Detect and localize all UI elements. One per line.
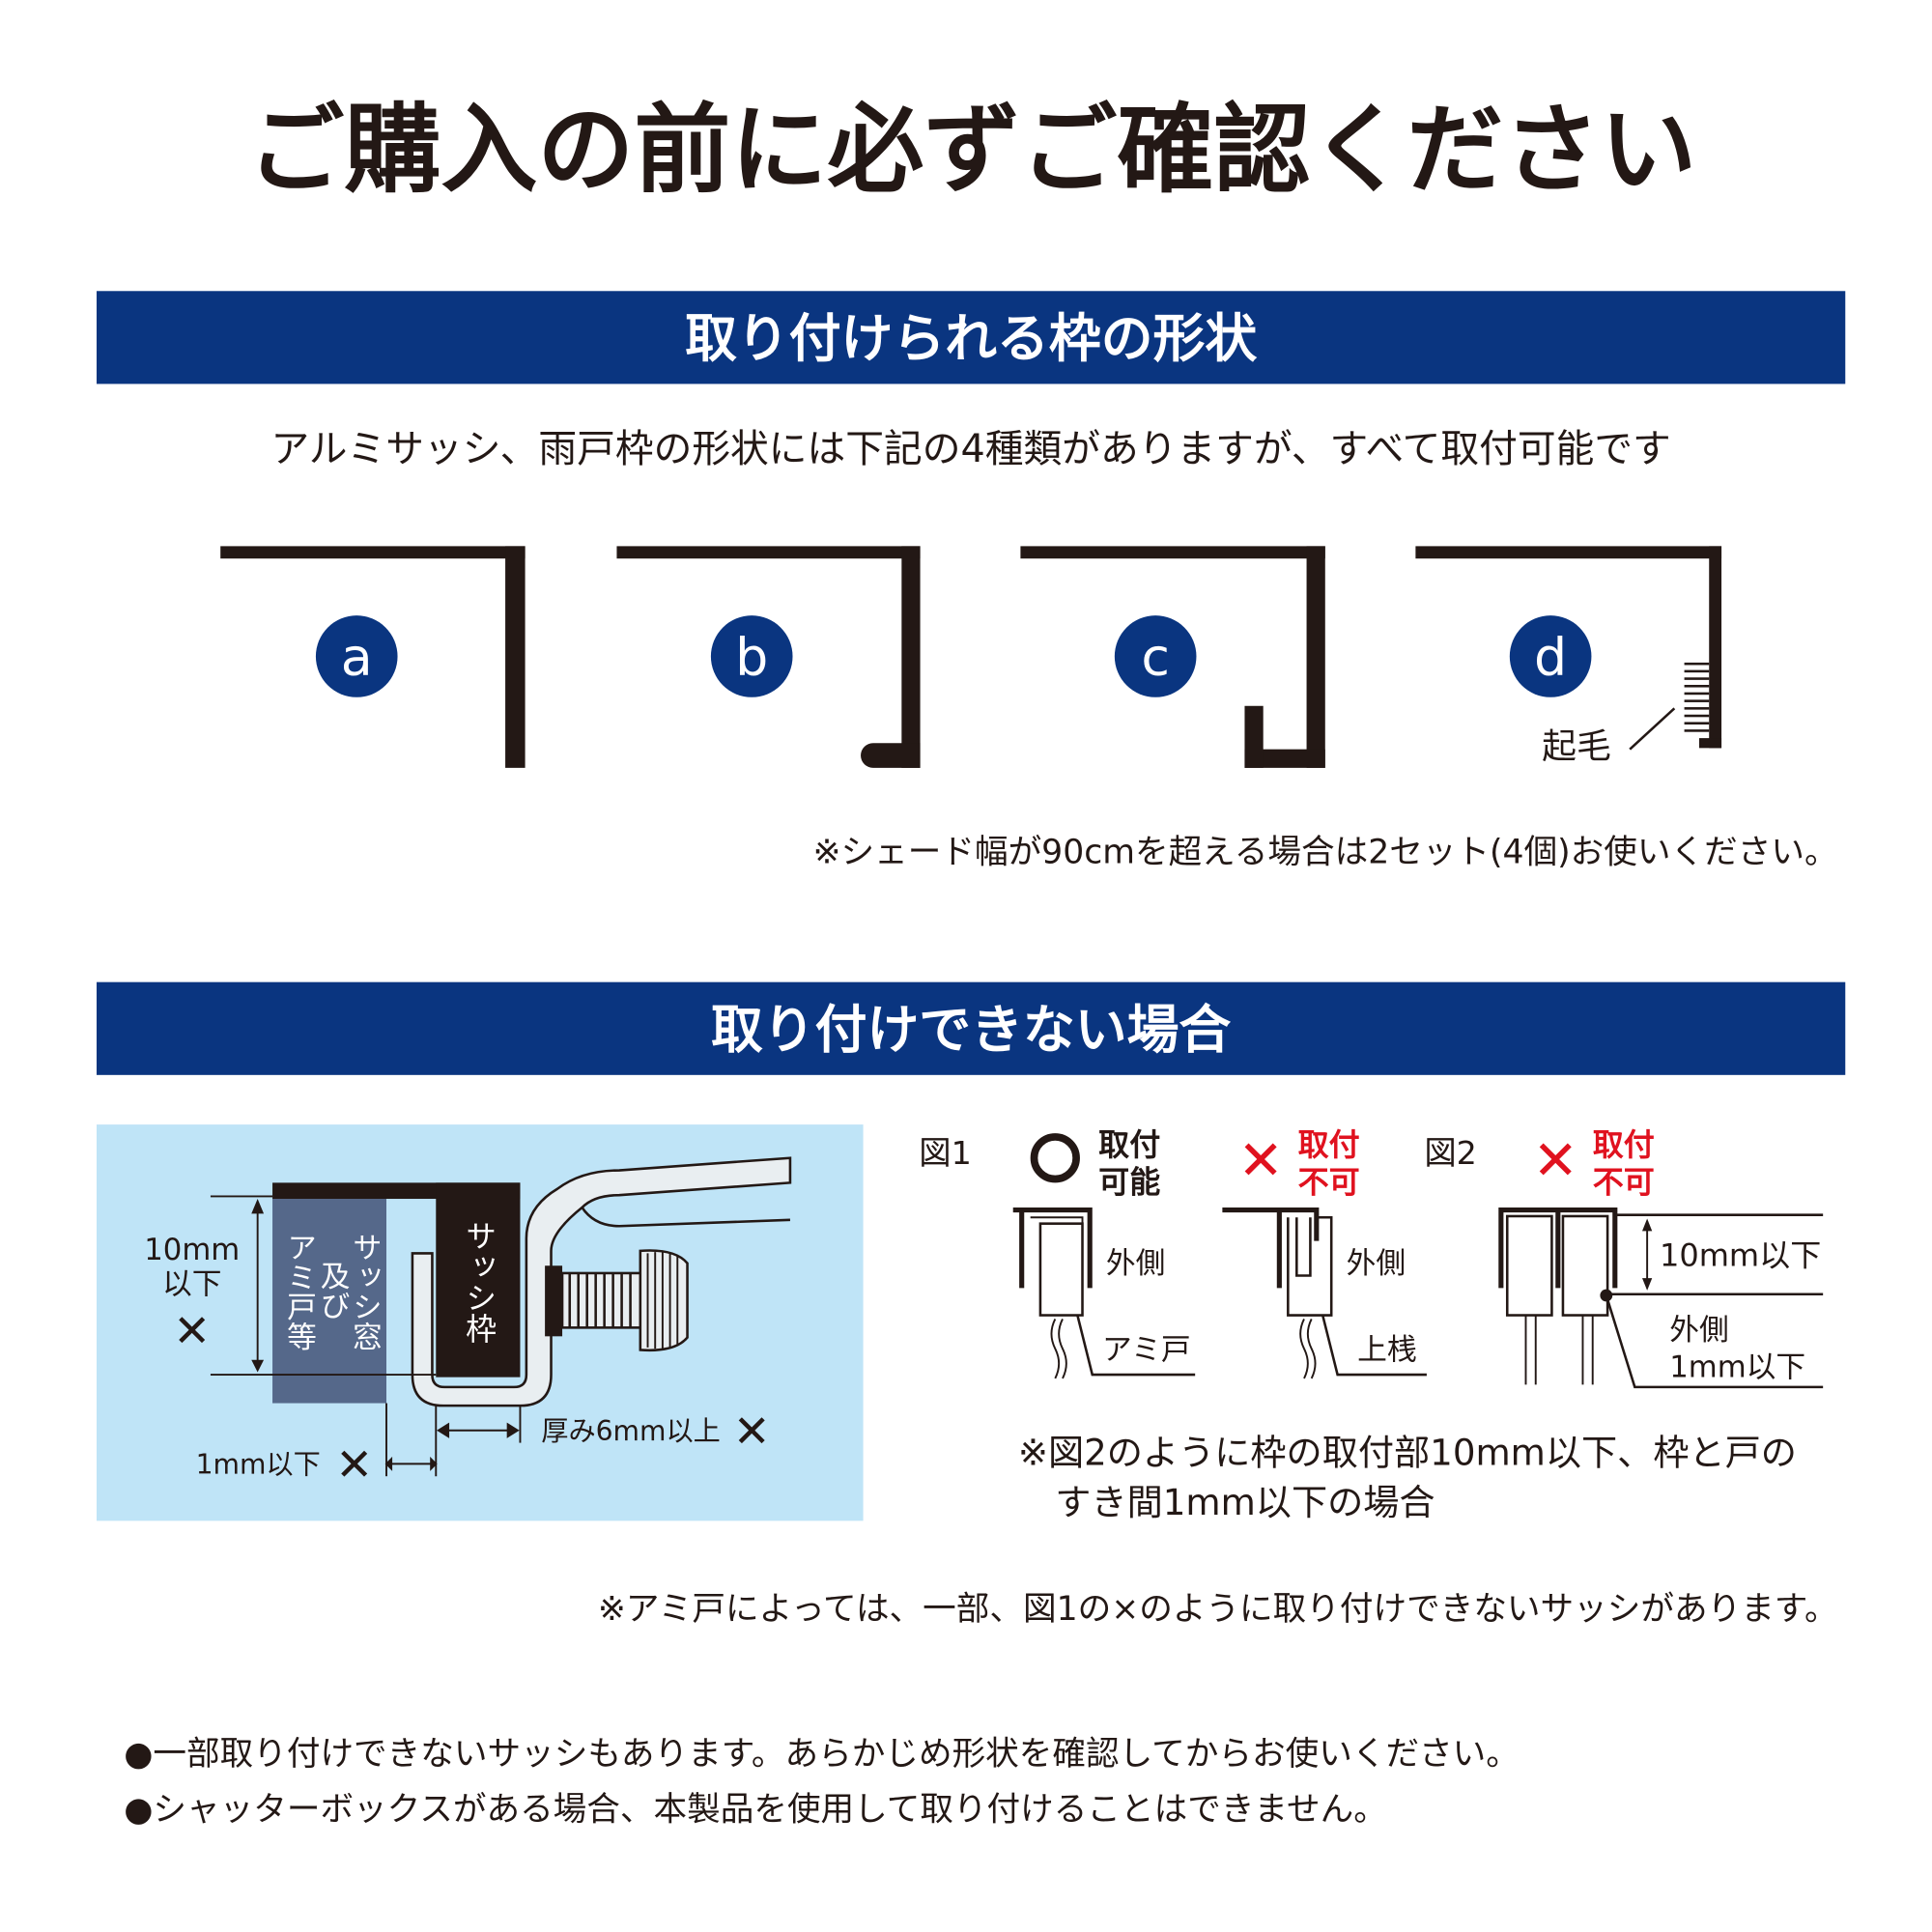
svg-text:上桟: 上桟 xyxy=(1357,1333,1417,1368)
nap-label: 起毛 xyxy=(1542,727,1611,767)
svg-text:サッシ窓: サッシ窓 xyxy=(347,1233,382,1351)
shape-badge-d xyxy=(1509,615,1592,697)
page-title: ご購入の前に必ずご確認ください xyxy=(247,94,1696,207)
section-header-bar xyxy=(97,981,1846,1075)
section-heading-not-mountable: 取り付けできない場合 xyxy=(711,1000,1231,1061)
nap-brush-icon xyxy=(1684,662,1710,732)
figure-note-line-1: ※図2のように枠の取付部10mm以下、枠と戸の xyxy=(1018,1432,1797,1474)
svg-text:1mm以下: 1mm以下 xyxy=(1669,1350,1805,1385)
ok-circle-icon xyxy=(1030,1133,1080,1183)
svg-text:不可: 不可 xyxy=(1298,1164,1360,1201)
svg-text:1mm以下: 1mm以下 xyxy=(196,1449,321,1481)
svg-text:可能: 可能 xyxy=(1098,1164,1160,1201)
ng-cross-icon: ✕ xyxy=(1533,1130,1578,1193)
sash-frame-block xyxy=(436,1182,521,1378)
bullet-item: ●一部取り付けできないサッシもあります。あらかじめ形状を確認してからお使いくださ… xyxy=(124,1735,1520,1774)
svg-text:a: a xyxy=(341,627,373,688)
screw-icon xyxy=(545,1249,689,1352)
cross-icon: ✕ xyxy=(733,1405,771,1457)
section-lead: アルミサッシ、雨戸枠の形状には下記の4種類がありますが、すべて取付可能です xyxy=(270,427,1670,471)
section-header-bar xyxy=(97,291,1846,384)
width-note: ※シェード幅が90cmを超える場合は2セット(4個)お使いください。 xyxy=(813,834,1838,872)
svg-text:取付: 取付 xyxy=(1098,1126,1160,1163)
screen-door-note: ※アミ戸によっては、一部、図1の×のように取り付けできないサッシがあります。 xyxy=(598,1590,1838,1629)
svg-text:取付: 取付 xyxy=(1593,1126,1655,1163)
frame-shapes: a b c 起毛 d xyxy=(220,546,1722,768)
svg-text:d: d xyxy=(1534,627,1567,688)
svg-text:サッシ枠: サッシ枠 xyxy=(461,1220,497,1344)
svg-text:以下: 以下 xyxy=(162,1267,222,1302)
svg-text:アミ戸: アミ戸 xyxy=(1102,1333,1191,1368)
cross-icon: ✕ xyxy=(173,1305,211,1357)
clip-bracket xyxy=(411,1156,792,1407)
svg-text:外側: 外側 xyxy=(1669,1313,1729,1348)
cross-icon: ✕ xyxy=(335,1438,373,1491)
svg-text:厚み6mm以上: 厚み6mm以上 xyxy=(541,1415,721,1447)
svg-text:及び: 及び xyxy=(315,1261,350,1321)
shape-badge-c xyxy=(1114,615,1197,697)
svg-text:取付: 取付 xyxy=(1298,1126,1360,1163)
svg-text:b: b xyxy=(735,627,768,688)
shape-badge-b xyxy=(710,615,793,697)
svg-text:c: c xyxy=(1141,627,1170,688)
section-heading-mountable: 取り付けられる枠の形状 xyxy=(685,308,1257,369)
bullet-item: ●シャッターボックスがある場合、本製品を使用して取り付けることはできません。 xyxy=(124,1791,1387,1830)
gap-point-icon xyxy=(1600,1289,1613,1302)
figure-note-line-2: すき間1mm以下の場合 xyxy=(1055,1481,1435,1523)
svg-text:図1: 図1 xyxy=(919,1134,972,1172)
svg-text:10mm: 10mm xyxy=(144,1233,240,1267)
frame-shape-d: 起毛 d xyxy=(1415,546,1722,767)
frame-shape-a: a xyxy=(220,546,526,768)
sash-window-block xyxy=(272,1199,386,1404)
svg-text:外側: 外側 xyxy=(1347,1246,1406,1281)
svg-text:図2: 図2 xyxy=(1424,1134,1477,1172)
svg-text:アミ戸等: アミ戸等 xyxy=(281,1233,316,1351)
svg-text:外側: 外側 xyxy=(1106,1246,1166,1281)
figure-1: 図1 取付 可能 ✕ 取付 不可 外側 アミ戸 外側 上桟 xyxy=(919,1126,1427,1379)
svg-text:10mm以下: 10mm以下 xyxy=(1660,1236,1821,1273)
ng-cross-icon: ✕ xyxy=(1237,1130,1283,1193)
figure-2: 図2 ✕ 取付 不可 10mm以下 外側 1mm以下 xyxy=(1424,1126,1824,1389)
frame-shape-c: c xyxy=(1020,546,1325,768)
svg-text:不可: 不可 xyxy=(1593,1164,1655,1201)
frame-shape-b: b xyxy=(616,546,921,768)
clip-diagram: 10mm 以下 ✕ サッシ窓 及び アミ戸等 サッシ枠 1mm以下 ✕ 厚み6m… xyxy=(97,1124,864,1521)
shape-badge-a xyxy=(315,615,398,697)
